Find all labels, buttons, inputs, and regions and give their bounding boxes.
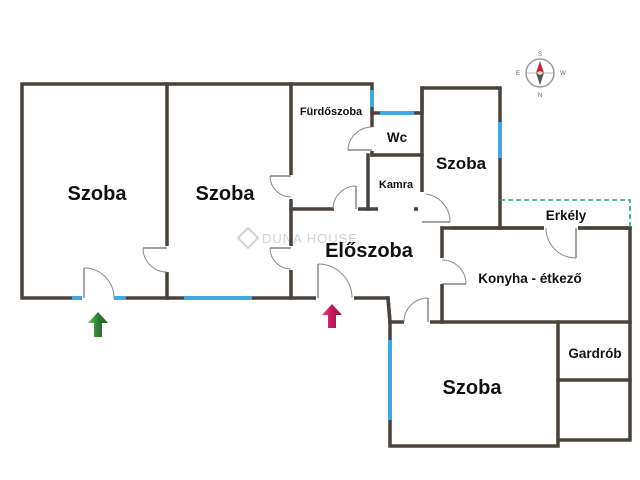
arrow-up-icon [88, 312, 108, 337]
room-labels: Szoba Szoba Fürdőszoba Wc Kamra Szoba El… [68, 106, 622, 399]
garden-arrow [88, 312, 108, 337]
door-szoba2-b [269, 246, 295, 270]
compass-s-label: S [538, 52, 542, 58]
door-entrance [316, 263, 354, 302]
door-erkely [544, 224, 578, 259]
compass-e-label: E [516, 71, 520, 77]
room-label-szoba-2: Szoba [196, 183, 256, 205]
door-furdoszoba [332, 185, 358, 213]
room-label-eloszoba: Előszoba [325, 240, 414, 262]
doors [82, 126, 578, 326]
watermark-text: DUNA HOUSE [262, 231, 358, 246]
room-label-wc: Wc [387, 130, 408, 145]
room-label-kamra: Kamra [379, 179, 414, 191]
room-label-szoba-3: Szoba [436, 154, 487, 173]
entrance-arrow [322, 304, 342, 328]
door-kamra [378, 205, 414, 213]
compass-n-label: N [538, 93, 542, 99]
door-wc [347, 126, 376, 151]
compass-needle-south [536, 73, 544, 85]
door-szoba4 [403, 297, 430, 326]
arrow-up-icon [322, 304, 342, 328]
door-szoba2-a [269, 175, 295, 199]
door-konyha [438, 258, 467, 285]
room-label-furdoszoba: Fürdőszoba [300, 106, 363, 118]
room-label-szoba-4: Szoba [443, 377, 503, 399]
balcony-outline [500, 199, 631, 228]
door-szoba3 [418, 192, 451, 223]
room-label-gardrob: Gardrób [568, 346, 621, 361]
door-szoba1-szoba2 [142, 246, 171, 273]
door-szoba1-outside [82, 267, 115, 302]
windows [72, 90, 502, 420]
watermark: DUNA HOUSE [236, 226, 358, 250]
compass: S N W E [516, 52, 566, 99]
compass-needle-north [536, 61, 544, 73]
room-label-erkely: Erkély [546, 208, 587, 223]
room-label-konyha: Konyha - étkező [478, 271, 582, 286]
room-label-szoba-1: Szoba [68, 183, 128, 205]
compass-w-label: W [560, 71, 566, 77]
